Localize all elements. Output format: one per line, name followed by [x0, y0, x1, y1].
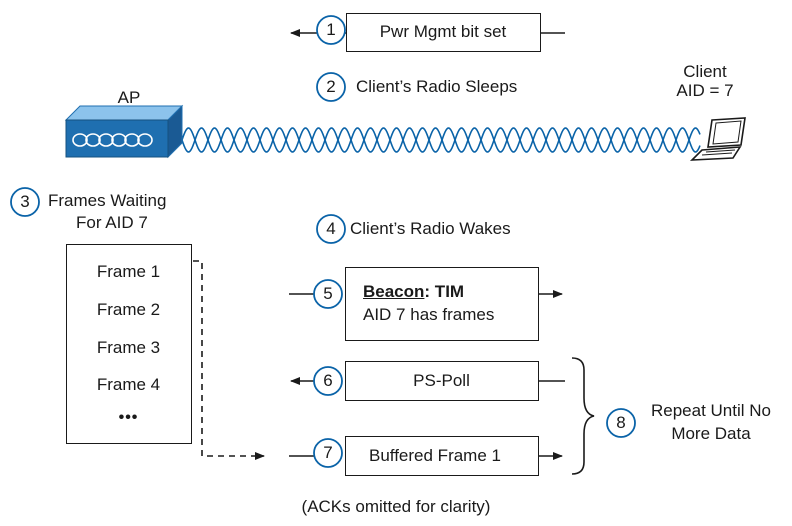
step3-label-line2: For AID 7 — [76, 213, 148, 232]
step2-number: 2 — [326, 77, 336, 96]
queue-frame-4: Frame 4 — [96, 375, 161, 394]
queue-frame-2: Frame 2 — [96, 300, 161, 319]
step3-circle — [10, 187, 40, 217]
repeat-bracket — [571, 357, 595, 475]
step1-label: Pwr Mgmt bit set — [379, 22, 507, 41]
client-aid-label: AID = 7 — [676, 81, 734, 100]
step7-number: 7 — [323, 443, 333, 462]
laptop-icon — [689, 117, 746, 161]
buffered-frame-label: Buffered Frame 1 — [369, 446, 501, 465]
step6-circle — [313, 366, 343, 396]
step8-circle — [606, 408, 636, 438]
beacon-detail: AID 7 has frames — [363, 305, 495, 324]
step2-circle — [316, 72, 346, 102]
step8-number: 8 — [616, 413, 626, 432]
radio-wave-a — [181, 127, 701, 153]
footnote: (ACKs omitted for clarity) — [301, 497, 491, 516]
step4-label: Client’s Radio Wakes — [350, 219, 511, 238]
step3-number: 3 — [20, 192, 30, 211]
queue-frame-3: Frame 3 — [96, 338, 161, 357]
beacon-keyword: Beacon — [363, 282, 425, 301]
step1-circle — [316, 15, 346, 45]
beacon-box: Beacon: TIM AID 7 has frames — [345, 267, 539, 341]
step5-circle — [313, 279, 343, 309]
client-label: Client — [683, 62, 727, 81]
step4-number: 4 — [326, 219, 336, 238]
ps-poll-label: PS-Poll — [413, 371, 470, 390]
queue-more-ellipsis: ••• — [118, 409, 139, 426]
ps-poll-box: PS-Poll — [345, 361, 539, 401]
step1-number: 1 — [326, 20, 336, 39]
step7-circle — [313, 438, 343, 468]
beacon-tim: : TIM — [424, 282, 465, 301]
step8-label-line1: Repeat Until No — [650, 401, 771, 420]
buffered-frame-box: Buffered Frame 1 — [345, 436, 539, 476]
step5-number: 5 — [323, 284, 333, 303]
step6-number: 6 — [323, 371, 333, 390]
radio-wave-b — [181, 127, 701, 153]
step2-label: Client’s Radio Sleeps — [356, 77, 518, 96]
step1-box: Pwr Mgmt bit set — [346, 13, 541, 52]
step4-circle — [316, 214, 346, 244]
access-point-icon — [64, 104, 184, 159]
step3-label-line1: Frames Waiting — [48, 191, 167, 210]
frame-queue: Frame 1 Frame 2 Frame 3 Frame 4 ••• — [66, 244, 192, 444]
queue-frame-1: Frame 1 — [96, 262, 161, 281]
beacon-title: Beacon: TIM — [363, 282, 464, 302]
ap-label: AP — [117, 88, 141, 107]
step8-label-line2: More Data — [671, 424, 751, 443]
dashed-delivery-path — [193, 260, 265, 460]
